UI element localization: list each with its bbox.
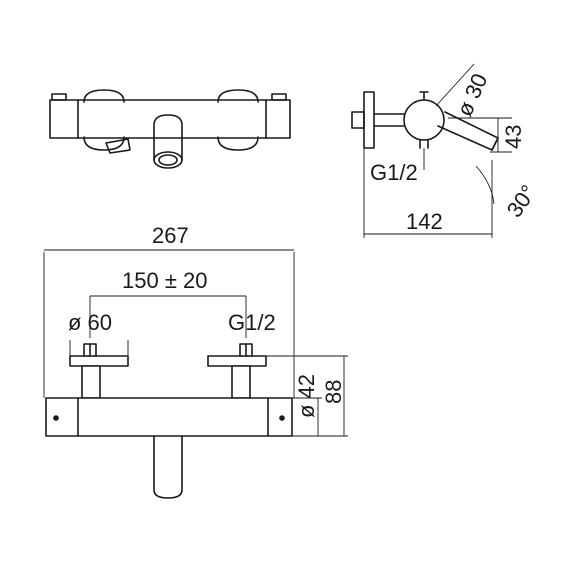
- bottom-right-stem: [231, 365, 251, 399]
- bottom-body: [45, 397, 293, 437]
- spacing-label: 150 ± 20: [122, 268, 207, 293]
- bottom-right-handle: [207, 355, 267, 367]
- side-inlet-label: G1/2: [370, 160, 418, 185]
- side-offset-label: 43: [501, 125, 526, 149]
- bottom-view: 267 150 ± 20 ø 60 G1/2 ø 4: [43, 223, 348, 499]
- front-body: [49, 99, 291, 139]
- front-right-handle-bottom: [217, 136, 259, 151]
- front-right-cap: [271, 93, 287, 101]
- bottom-left-screw: [53, 415, 59, 421]
- bottom-left-stem: [81, 365, 101, 399]
- front-spout: [153, 114, 183, 161]
- front-view: [49, 89, 291, 169]
- front-left-handle-top: [83, 89, 125, 103]
- side-view: ø 30 43 30° G1/2 142: [351, 63, 542, 238]
- bottom-right-screw: [279, 415, 285, 421]
- side-depth-label: 142: [406, 209, 443, 234]
- bottom-left-handle: [69, 355, 129, 367]
- side-body-circle: [403, 99, 445, 141]
- handle-diameter-label: ø 60: [68, 310, 112, 335]
- front-spout-outlet: [153, 151, 183, 169]
- side-wall-stub: [351, 111, 365, 129]
- front-right-handle-top: [217, 89, 259, 103]
- body-diameter-label: ø 42: [294, 374, 319, 418]
- front-left-cap: [51, 93, 67, 101]
- front-left-handle-bottom: [83, 136, 125, 151]
- total-height-label: 88: [321, 380, 346, 404]
- inlet-thread-label: G1/2: [228, 310, 276, 335]
- total-width-label: 267: [152, 223, 189, 248]
- side-diameter-label: ø 30: [452, 70, 493, 120]
- bottom-spout: [153, 435, 183, 499]
- side-wall-plate: [363, 91, 375, 149]
- side-angle-label: 30°: [502, 180, 542, 222]
- front-diverter: [105, 138, 131, 154]
